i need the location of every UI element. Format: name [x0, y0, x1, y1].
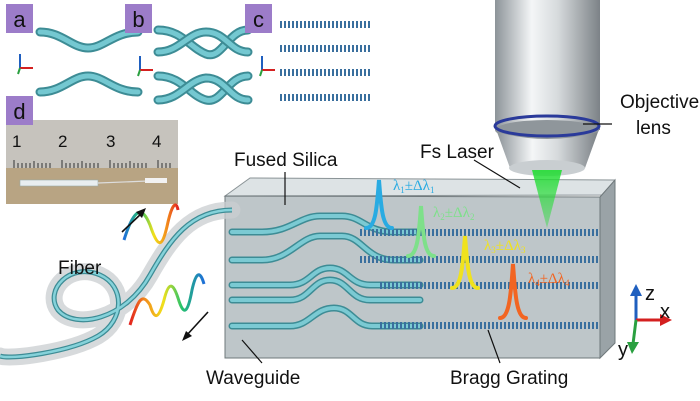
- grating-row-4: [280, 94, 372, 101]
- objective-lens: [493, 0, 601, 176]
- bragg-gratings: [360, 229, 598, 329]
- grating-row-1: [280, 21, 372, 28]
- axis-icon-c: [259, 56, 275, 77]
- panel-a-tag: [6, 4, 33, 33]
- panel-b: b: [125, 4, 253, 105]
- objective-label-line2: lens: [636, 118, 671, 139]
- panel-a: a: [6, 4, 143, 97]
- laser-leader: [473, 159, 521, 189]
- axis-x-label: x: [660, 301, 670, 323]
- silica-label: Fused Silica: [234, 150, 338, 171]
- lens-barrel: [495, 0, 600, 130]
- panel-c-letter: c: [253, 7, 264, 32]
- fiber: [0, 201, 241, 366]
- photo-chip: [19, 179, 99, 187]
- arrow-in-icon: [182, 311, 209, 341]
- ruler-number-2: 2: [58, 132, 67, 151]
- wave-in-icon: [128, 273, 206, 326]
- panel-b-tag: [125, 4, 152, 33]
- chip-side-face: [599, 178, 616, 360]
- panel-c: c: [245, 4, 372, 101]
- fiber-label: Fiber: [58, 258, 102, 279]
- axis-z-label: z: [645, 283, 655, 305]
- wavelength-label-2: λ2±Δλ2: [433, 205, 474, 222]
- peak-4: [498, 263, 528, 320]
- arrow-out-icon: [121, 208, 146, 233]
- grating-leader: [487, 329, 501, 364]
- panel-d: 1 2 3 4 d: [6, 96, 178, 204]
- objective-label-line1: Objective: [620, 92, 699, 113]
- axis-y-label: y: [618, 339, 628, 361]
- ruler-ticks: [13, 160, 171, 168]
- peak-1: [364, 179, 394, 230]
- ruler-number-3: 3: [106, 132, 115, 151]
- panel-d-tag: [6, 96, 33, 125]
- photo-ferrule: [145, 178, 167, 183]
- ruler: [6, 120, 178, 168]
- panel-b-letter: b: [132, 7, 144, 32]
- wavelength-label-1: λ1±Δλ1: [393, 178, 434, 195]
- axis-icon: [627, 284, 672, 354]
- axis-icon-a: [17, 54, 33, 75]
- panel-a-letter: a: [13, 7, 26, 32]
- waveguide-leader: [241, 339, 263, 364]
- wavelength-label-3: λ3±Δλ3: [484, 238, 526, 255]
- laser-label: Fs Laser: [420, 142, 495, 163]
- axis-icon-b: [137, 56, 153, 77]
- waveguide-label: Waveguide: [206, 368, 300, 389]
- lens-blue-ring: [493, 114, 601, 138]
- ruler-number-1: 1: [12, 132, 21, 151]
- panel-c-tag: [245, 4, 272, 33]
- wavelength-label-4: λ4±Δλ4: [528, 271, 570, 288]
- grating-row-3: [280, 69, 372, 76]
- glass-chip: [223, 177, 616, 360]
- laser-beam: [532, 170, 562, 228]
- grating-row-2: [280, 45, 372, 52]
- panel-d-letter: d: [13, 99, 25, 124]
- grating-label: Bragg Grating: [450, 368, 568, 389]
- peak-2: [406, 205, 436, 258]
- peak-3: [450, 235, 480, 290]
- ruler-number-4: 4: [152, 132, 161, 151]
- photo-fiber: [97, 180, 149, 184]
